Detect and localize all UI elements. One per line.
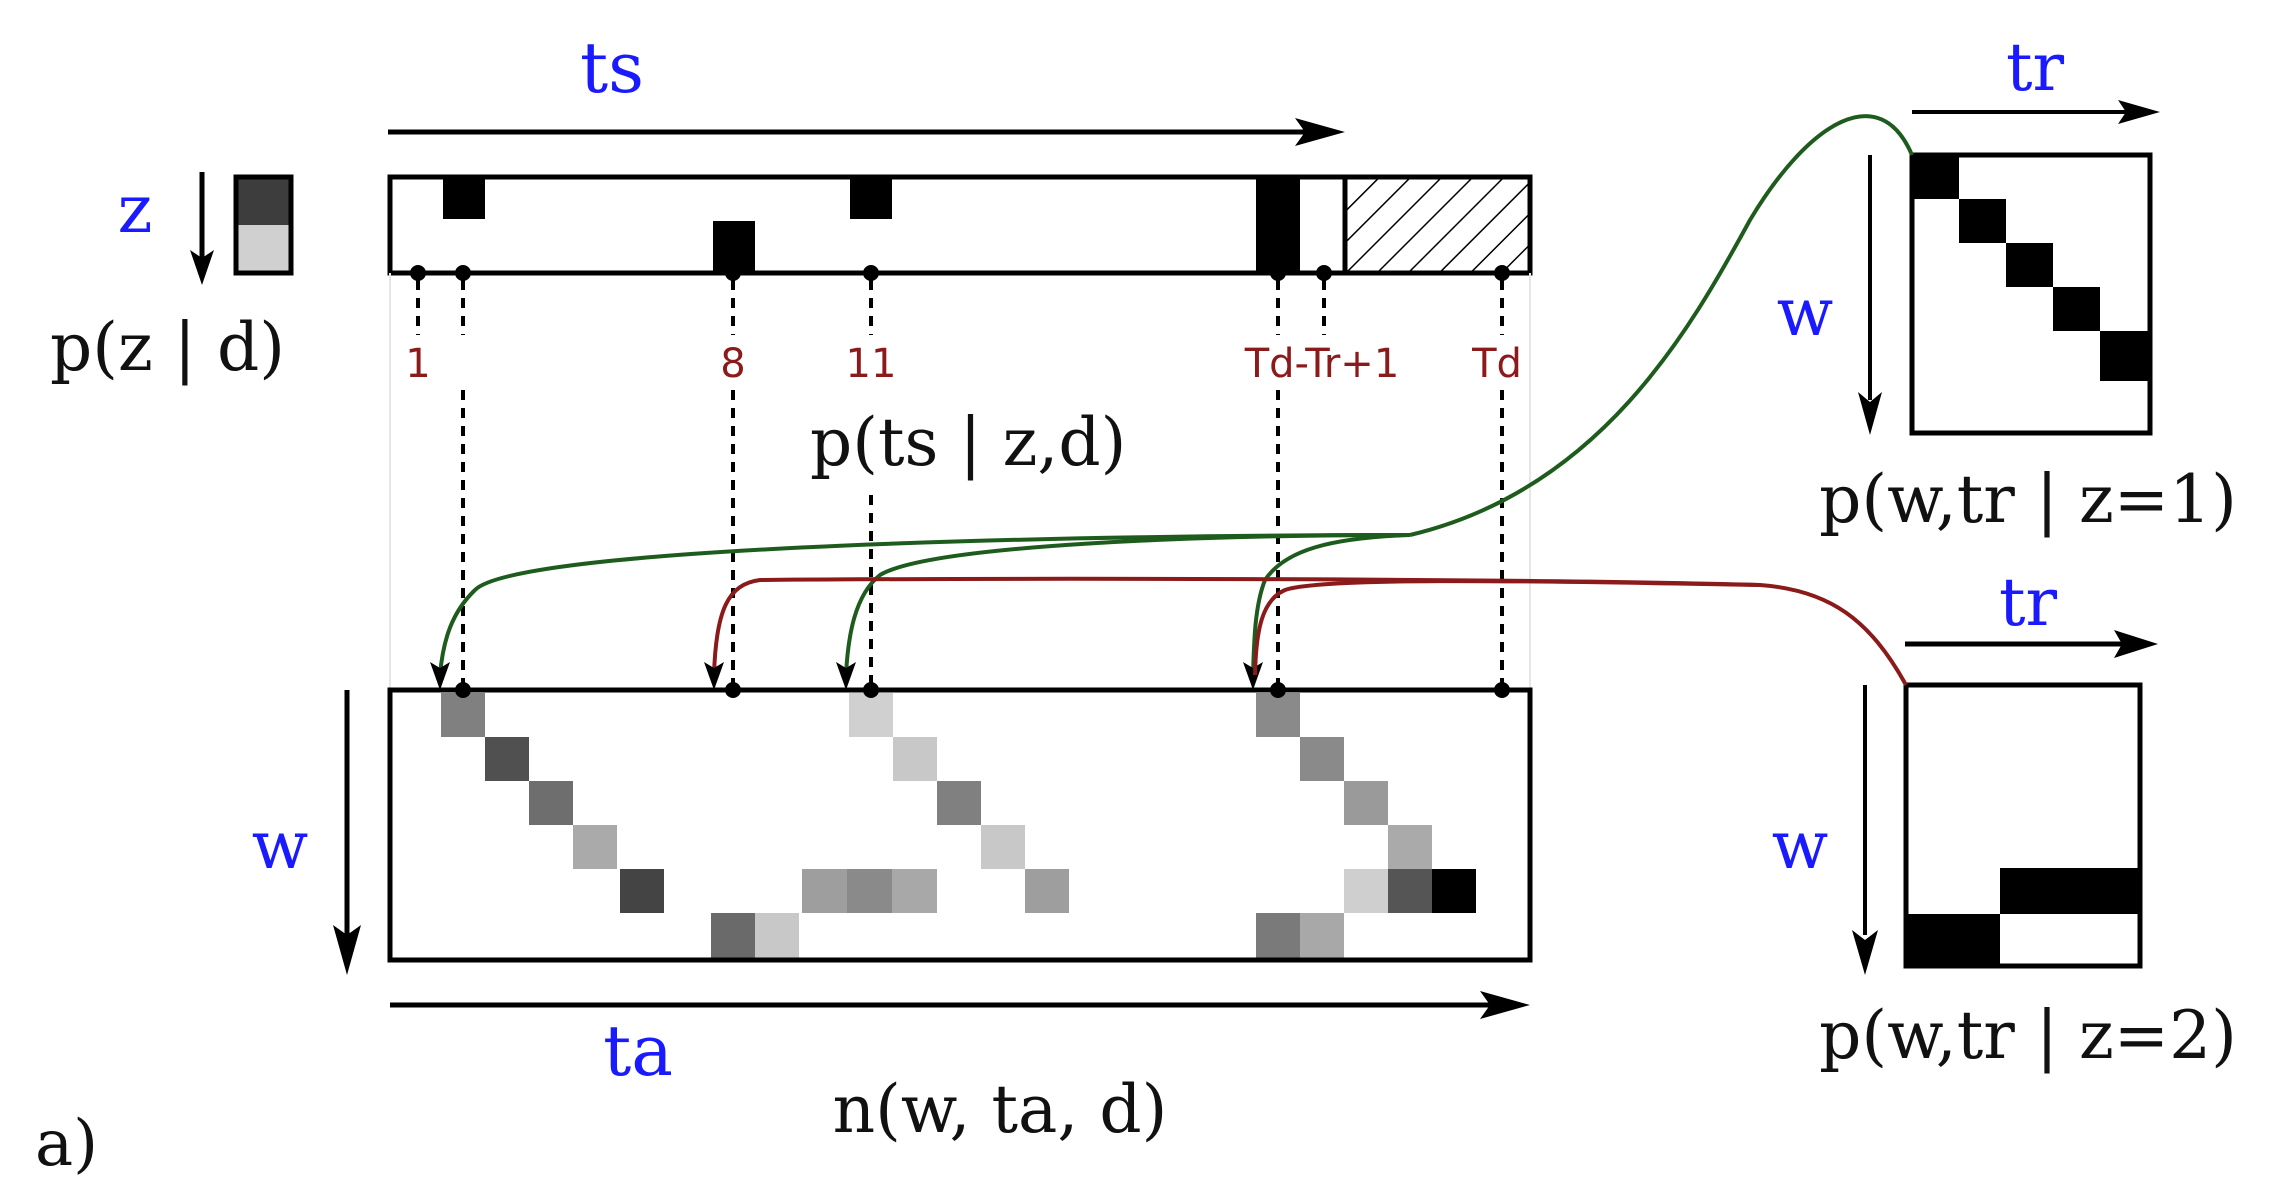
strip-tick-dots [410, 265, 1510, 281]
z1-arrowheads [430, 662, 1263, 690]
tick-11: 11 [846, 341, 897, 387]
tick-td-tr-1: Td-Tr+1 [1244, 341, 1400, 387]
dashed-connectors [416, 280, 1504, 690]
tr1-axis-arrow [1912, 100, 2160, 124]
w-axis-arrow [333, 690, 361, 975]
n-matrix [387, 687, 1533, 963]
ts-label: ts [580, 27, 644, 109]
faint-guide-lines [389, 273, 1531, 690]
ts-axis-arrow [388, 118, 1345, 146]
panel-label: a) [35, 1107, 98, 1181]
ta-label: ta [603, 1010, 673, 1092]
z2-matrix [1903, 682, 2143, 969]
z1-curves [438, 114, 1914, 676]
pw2-label: p(w,tr | z=2) [1819, 997, 2237, 1074]
pz-label: p(z | d) [50, 309, 285, 386]
w-label: w [252, 807, 309, 884]
z2-curves [712, 576, 1908, 686]
pw1-label: p(w,tr | z=1) [1819, 461, 2237, 538]
z-down-arrow [190, 172, 214, 285]
z1-matrix [1909, 152, 2153, 436]
ta-axis-arrow [390, 991, 1530, 1019]
tr2-axis-arrow [1905, 630, 2158, 658]
tick-1: 1 [405, 341, 430, 387]
z-label: z [118, 171, 153, 248]
matrix-top-dots [455, 682, 1510, 698]
z2-arrowheads [704, 662, 724, 690]
pz-bar [233, 174, 294, 276]
tr2-label: tr [1999, 564, 2058, 641]
w1-axis-arrow [1858, 155, 1882, 435]
w2-axis-arrow [1852, 685, 1878, 975]
tick-8: 8 [720, 341, 745, 387]
tick-td: Td [1471, 341, 1522, 387]
tr1-label: tr [2006, 29, 2065, 106]
pts-label: p(ts | z,d) [810, 404, 1126, 481]
n-label: n(w, ta, d) [833, 1071, 1168, 1148]
pts-strip [387, 174, 1533, 276]
w2-label: w [1772, 807, 1829, 884]
w1-label: w [1777, 274, 1834, 351]
